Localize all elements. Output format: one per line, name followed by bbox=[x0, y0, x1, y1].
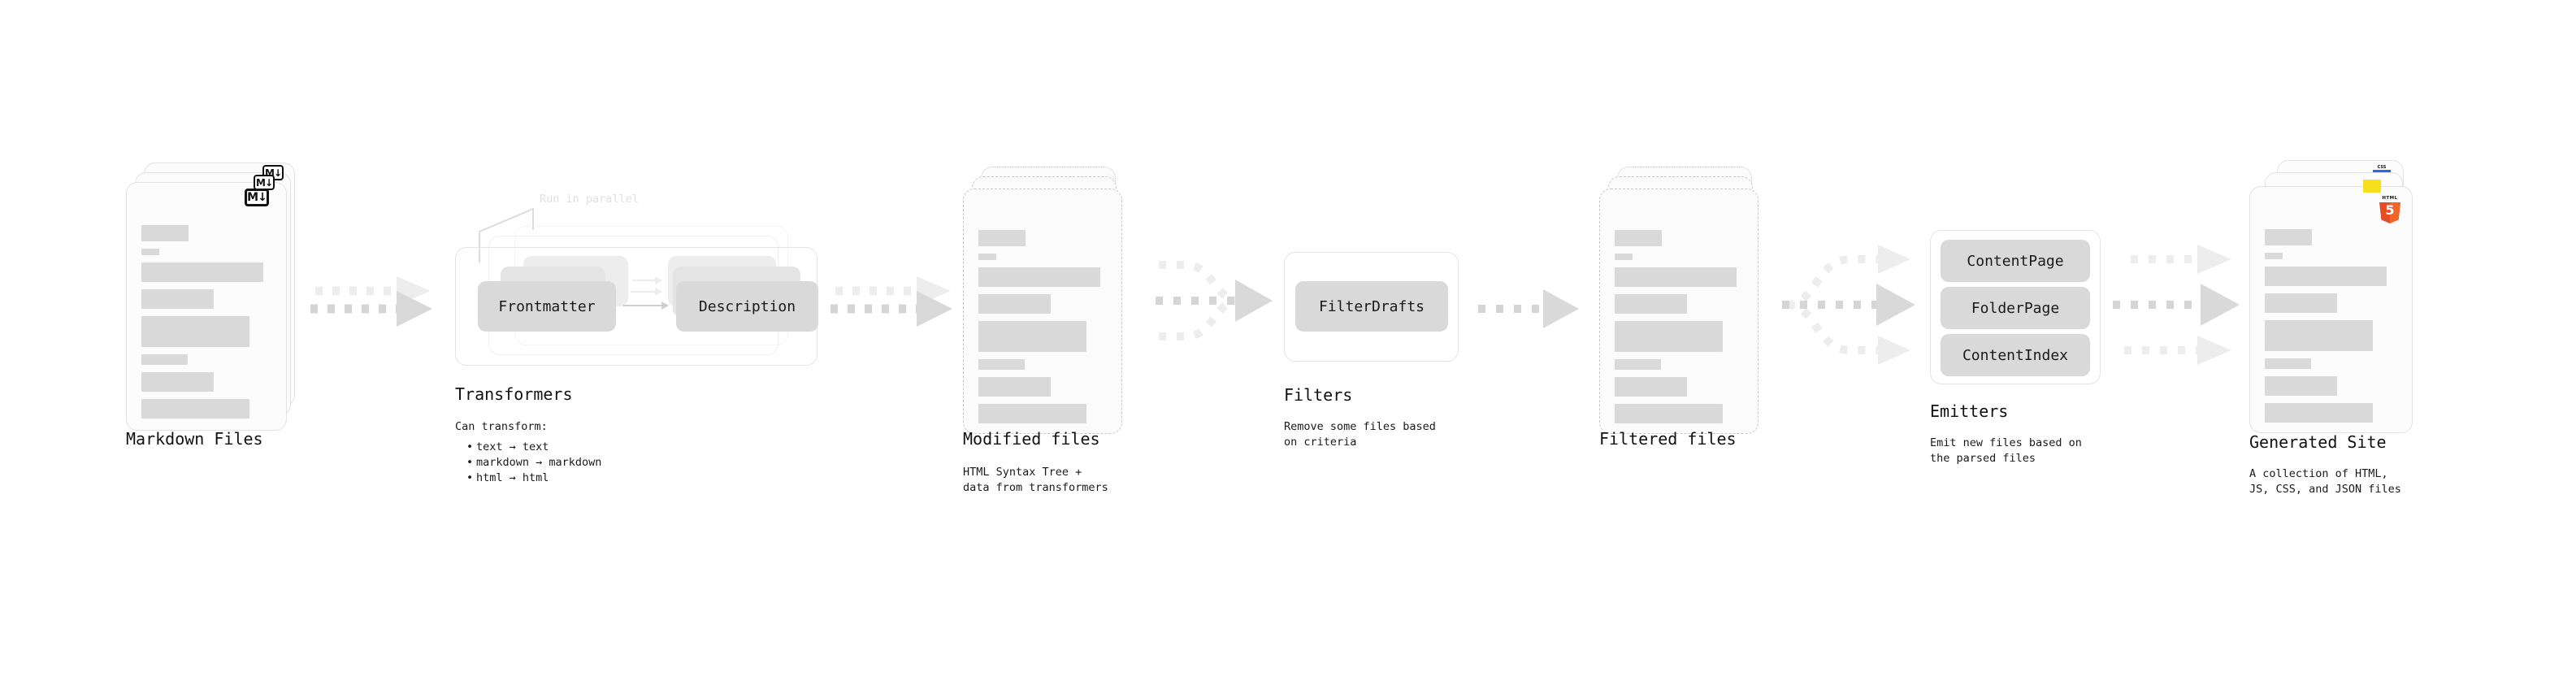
flow-arrow-filters-to-filtered bbox=[1475, 284, 1597, 333]
transformer-inner-arrow bbox=[631, 288, 662, 296]
bar bbox=[978, 294, 1051, 314]
filters-title: Filters bbox=[1284, 385, 1353, 405]
filtered-files-card-stack bbox=[1599, 167, 1786, 435]
bar bbox=[1615, 294, 1687, 314]
bar bbox=[1615, 377, 1687, 397]
flow-arrow-markdown-to-transformers bbox=[309, 268, 455, 341]
markdown-card-bars bbox=[141, 217, 271, 426]
bar bbox=[2265, 320, 2373, 351]
bar bbox=[978, 377, 1051, 397]
bar bbox=[141, 316, 249, 347]
emitters-title: Emitters bbox=[1930, 401, 2009, 421]
bar bbox=[141, 399, 249, 419]
html5-icon: HTML 5 bbox=[2379, 196, 2400, 223]
transformers-bullet-item: text → text bbox=[465, 440, 601, 455]
filters-group-box bbox=[1284, 252, 1459, 362]
transformers-bullet-item: html → html bbox=[465, 471, 601, 486]
emitter-chip-folderpage[interactable]: FolderPage bbox=[1941, 287, 2090, 329]
bar bbox=[2265, 229, 2312, 245]
transformers-group: Run in parallel Frontmatter Description bbox=[455, 191, 837, 366]
site-card-bars bbox=[2265, 221, 2397, 430]
filtered-card-bars bbox=[1615, 223, 1743, 431]
bar bbox=[978, 404, 1086, 423]
bar bbox=[2265, 403, 2373, 423]
flow-arrow-filtered-to-emitters bbox=[1776, 232, 1954, 378]
bar bbox=[1615, 404, 1723, 423]
flow-arrow-transformers-to-modified bbox=[829, 268, 975, 341]
bar bbox=[2265, 293, 2337, 313]
bar bbox=[1615, 254, 1633, 260]
emitters-subtitle: Emit new files based on the parsed files bbox=[1930, 436, 2082, 465]
css3-icon: CSS bbox=[2373, 166, 2391, 172]
transformer-chip-description[interactable]: Description bbox=[676, 281, 818, 332]
html5-icon-label: HTML bbox=[2382, 196, 2398, 201]
filters-group: FilterDrafts bbox=[1284, 252, 1459, 362]
run-in-parallel-label: Run in parallel bbox=[540, 193, 639, 206]
bar bbox=[978, 321, 1086, 352]
bar bbox=[141, 225, 189, 241]
markdown-card-front bbox=[126, 182, 287, 431]
generated-site-title: Generated Site bbox=[2249, 432, 2387, 452]
modified-card-front bbox=[963, 189, 1122, 434]
generated-site-subtitle: A collection of HTML, JS, CSS, and JSON … bbox=[2249, 467, 2401, 496]
modified-files-subtitle: HTML Syntax Tree + data from transformer… bbox=[963, 466, 1108, 494]
markdown-icon: M↓ bbox=[254, 175, 275, 190]
transformer-chip-frontmatter[interactable]: Frontmatter bbox=[478, 281, 616, 332]
transformers-subtitle: Can transform: bbox=[455, 420, 548, 433]
bar bbox=[141, 249, 159, 255]
bar bbox=[1615, 267, 1737, 287]
flow-arrow-modified-to-filters bbox=[1138, 244, 1300, 358]
transformers-bullets: text → text markdown → markdown html → h… bbox=[465, 440, 601, 486]
bar bbox=[978, 359, 1025, 370]
bar bbox=[2265, 267, 2387, 286]
bar bbox=[141, 262, 263, 282]
html5-icon-shield-inner bbox=[2390, 202, 2400, 223]
transformers-bullet-item: markdown → markdown bbox=[465, 455, 601, 471]
markdown-files-title: Markdown Files bbox=[126, 429, 263, 449]
javascript-icon bbox=[2363, 180, 2381, 193]
bar bbox=[2265, 358, 2311, 369]
emitters-group: ContentPage FolderPage ContentIndex bbox=[1930, 230, 2101, 384]
flow-arrow-emitters-to-site bbox=[2113, 232, 2283, 378]
bar bbox=[2265, 376, 2337, 396]
emitter-chip-contentpage[interactable]: ContentPage bbox=[1941, 240, 2090, 282]
emitter-chip-contentindex[interactable]: ContentIndex bbox=[1941, 334, 2090, 376]
modified-files-card-stack bbox=[963, 167, 1150, 435]
bar bbox=[1615, 321, 1723, 352]
filtered-card-front bbox=[1599, 189, 1759, 434]
filters-subtitle: Remove some files based on criteria bbox=[1284, 420, 1436, 449]
bar bbox=[141, 354, 188, 365]
markdown-files-card-stack: M↓ M↓ M↓ bbox=[126, 163, 313, 431]
html5-icon-shield bbox=[2379, 202, 2400, 223]
filtered-files-title: Filtered files bbox=[1599, 429, 1737, 449]
bar bbox=[978, 267, 1100, 287]
bar bbox=[978, 254, 996, 260]
bar bbox=[2265, 253, 2283, 259]
transformer-inner-arrow bbox=[623, 301, 669, 310]
bar bbox=[141, 372, 214, 392]
filter-chip-filterdrafts[interactable]: FilterDrafts bbox=[1295, 281, 1448, 332]
transformer-inner-arrow bbox=[632, 276, 662, 284]
markdown-icon: M↓ bbox=[245, 189, 269, 206]
emitters-group-box bbox=[1930, 230, 2101, 384]
modified-files-title: Modified files bbox=[963, 429, 1100, 449]
generated-site-card-stack: CSS HTML 5 bbox=[2249, 160, 2444, 436]
bar bbox=[1615, 359, 1661, 370]
bar bbox=[978, 230, 1026, 246]
html5-icon-number: 5 bbox=[2385, 202, 2395, 218]
modified-card-bars bbox=[978, 223, 1107, 431]
site-card-front bbox=[2249, 186, 2413, 433]
bar bbox=[1615, 230, 1662, 246]
transformers-title: Transformers bbox=[455, 384, 573, 404]
bar bbox=[141, 289, 214, 309]
